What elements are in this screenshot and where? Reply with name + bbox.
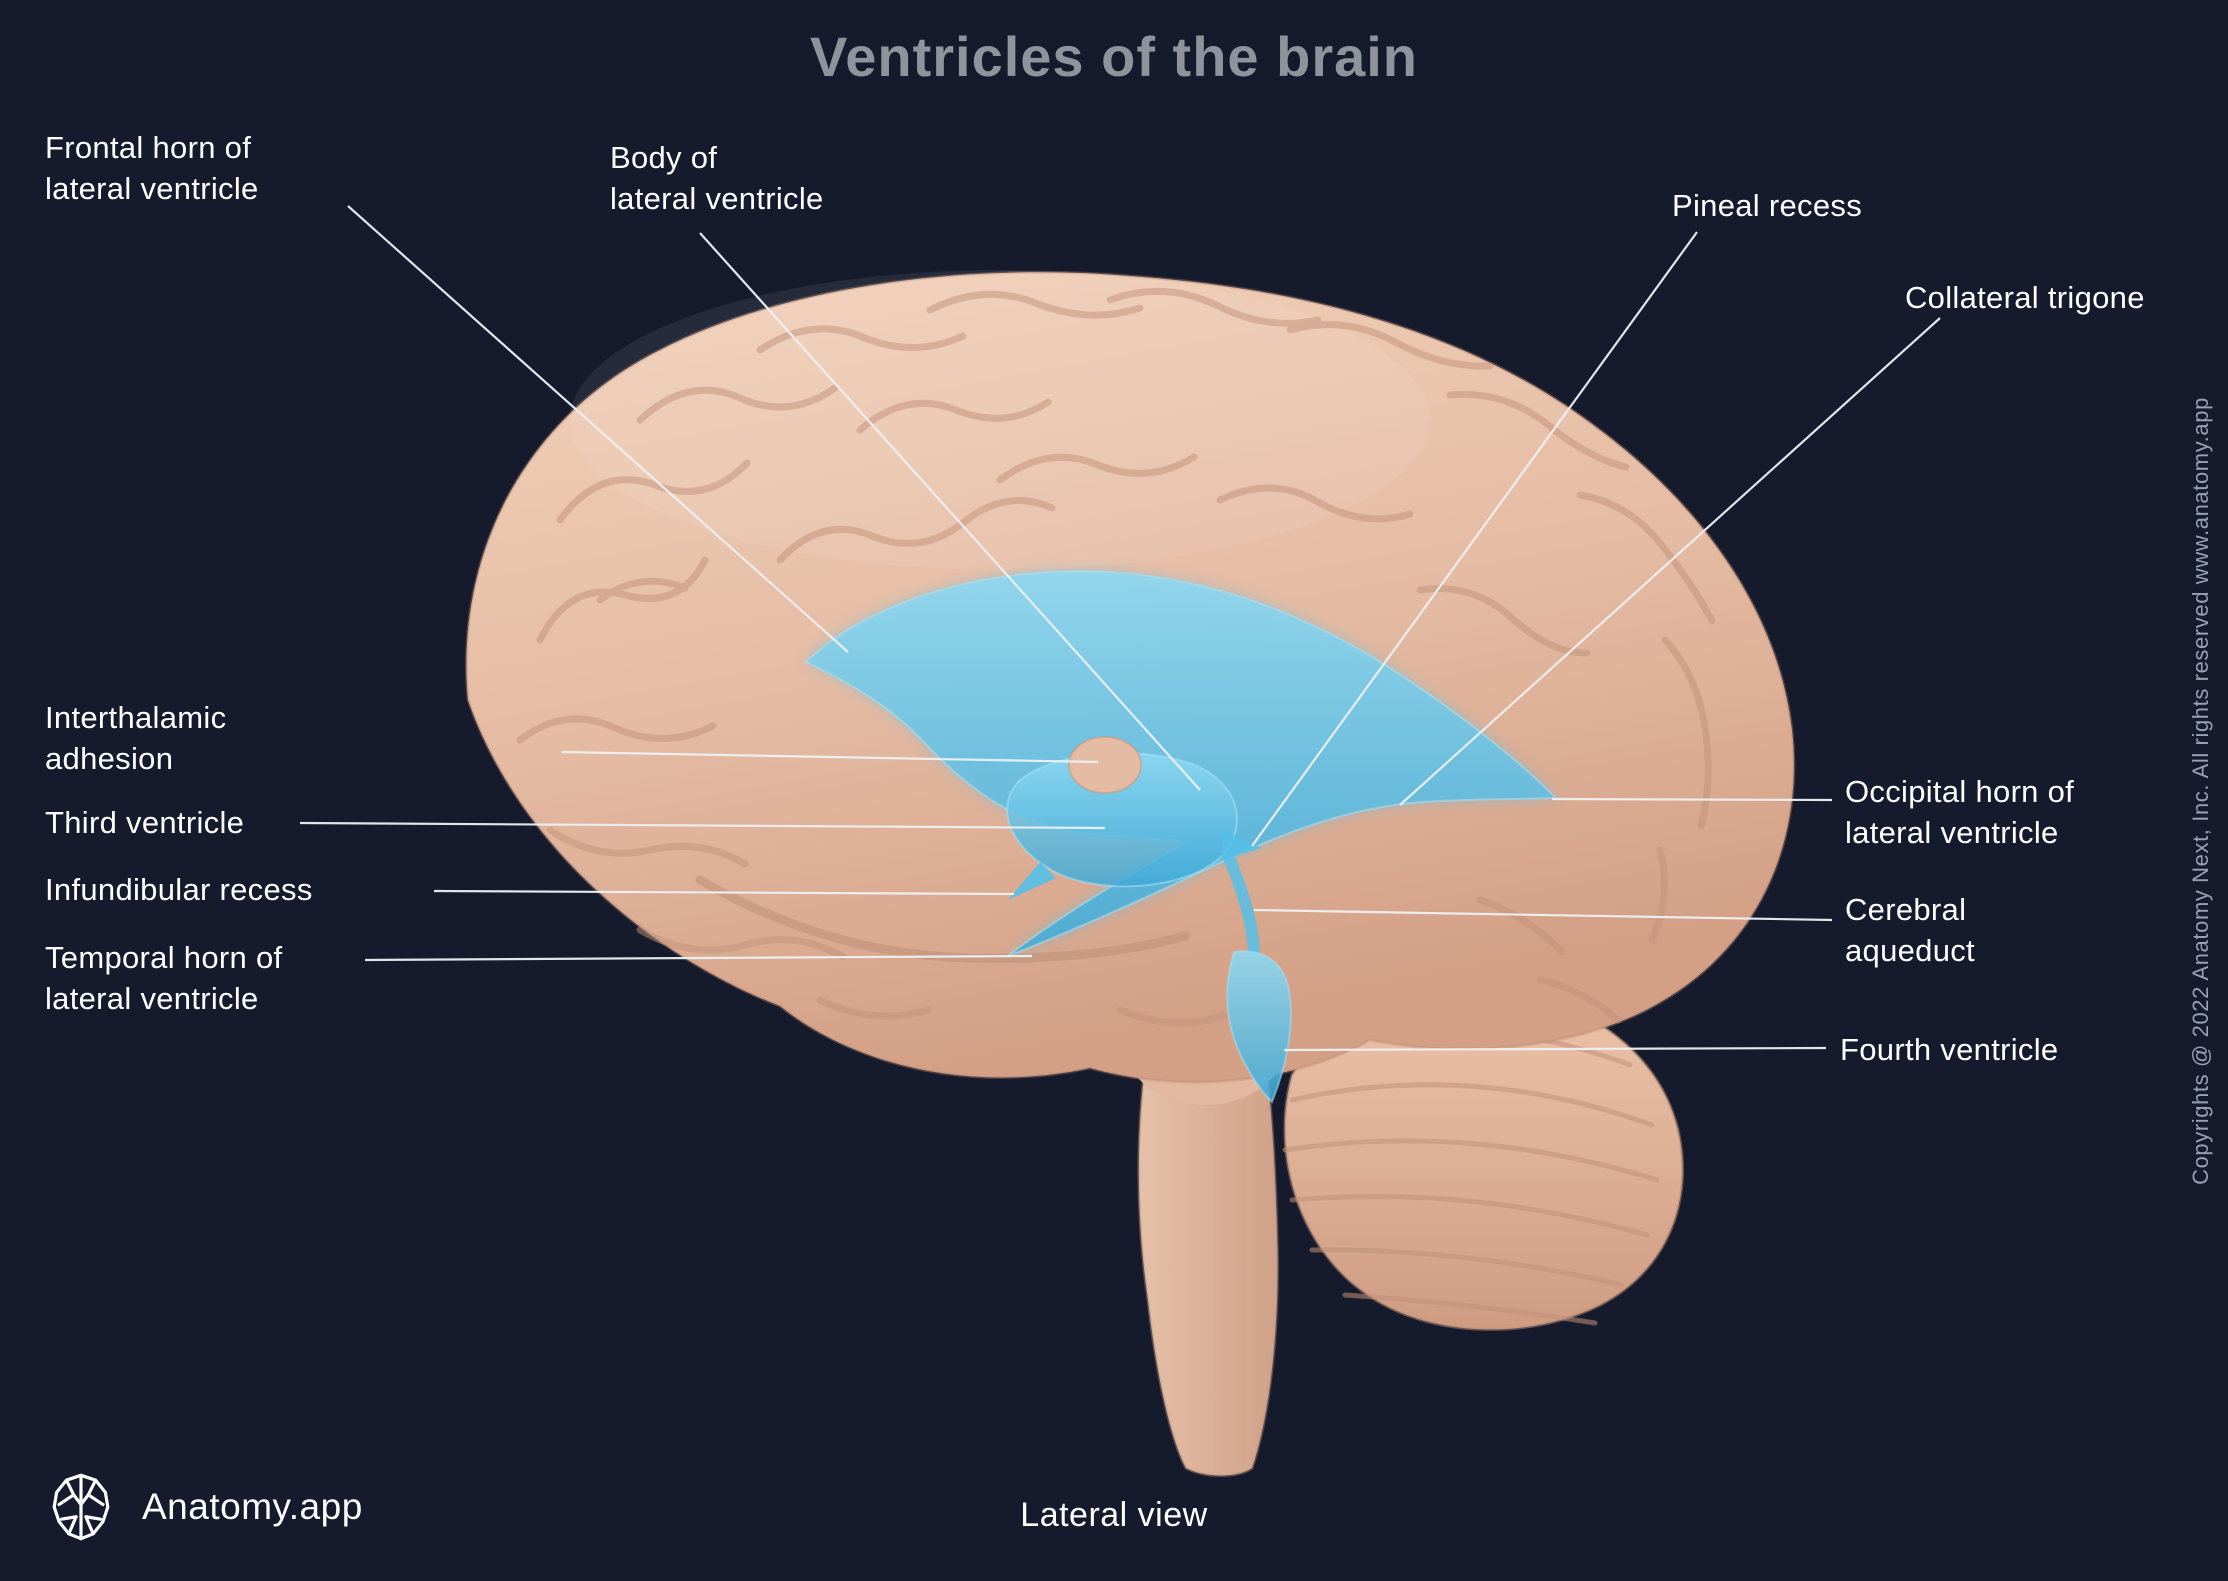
lateral-sulcus-line xyxy=(695,875,1190,963)
cerebellum xyxy=(1282,989,1685,1331)
leader-temporal-horn xyxy=(364,954,1033,962)
label-body-lateral-ventricle: Body of lateral ventricle xyxy=(610,140,824,216)
view-caption: Lateral view xyxy=(1020,1496,1208,1534)
label-interthalamic-adhesion: Interthalamic adhesion xyxy=(45,700,227,776)
copyright-text: Copyrights @ 2022 Anatomy Next, Inc. All… xyxy=(2188,396,2213,1185)
anatomy-logo-icon xyxy=(52,1473,110,1541)
leader-third-ventricle xyxy=(299,821,1106,830)
leader-body-lateral xyxy=(699,232,1201,791)
cerebral-aqueduct-shape xyxy=(1224,854,1260,956)
leader-infundibular-recess xyxy=(433,889,1015,896)
ventricular-system xyxy=(804,570,1559,1104)
brainstem-shape xyxy=(1137,993,1280,1477)
label-frontal-horn: Frontal horn of lateral ventricle xyxy=(45,130,259,206)
pineal-recess-shape xyxy=(1222,830,1262,860)
fourth-ventricle-shape xyxy=(1226,950,1292,1104)
leader-collateral-trigone xyxy=(1399,317,1941,806)
leader-interthalamic-adhesion xyxy=(561,750,1099,764)
label-third-ventricle: Third ventricle xyxy=(45,805,245,840)
label-cerebral-aqueduct: Cerebral aqueduct xyxy=(1845,892,1975,968)
brand: Anatomy.app xyxy=(42,1468,363,1546)
label-pineal-recess: Pineal recess xyxy=(1672,188,1862,223)
label-collateral-trigone: Collateral trigone xyxy=(1905,280,2145,315)
leader-lines xyxy=(299,205,1941,1052)
leader-cerebral-aqueduct xyxy=(1253,908,1833,922)
interthalamic-adhesion-shape xyxy=(1068,736,1142,794)
leader-pineal-recess xyxy=(1251,231,1698,847)
leader-occipital-horn xyxy=(1551,797,1833,802)
diagram-title: Ventricles of the brain xyxy=(809,25,1419,88)
brand-name: Anatomy.app xyxy=(142,1486,363,1527)
label-occipital-horn: Occipital horn of lateral ventricle xyxy=(1845,774,2075,850)
label-infundibular-recess: Infundibular recess xyxy=(45,872,313,907)
label-fourth-ventricle: Fourth ventricle xyxy=(1840,1032,2059,1067)
label-temporal-horn: Temporal horn of lateral ventricle xyxy=(45,940,283,1016)
leader-fourth-ventricle xyxy=(1283,1046,1827,1052)
infundibular-recess-shape xyxy=(1008,862,1056,900)
leader-frontal-horn xyxy=(347,205,849,653)
